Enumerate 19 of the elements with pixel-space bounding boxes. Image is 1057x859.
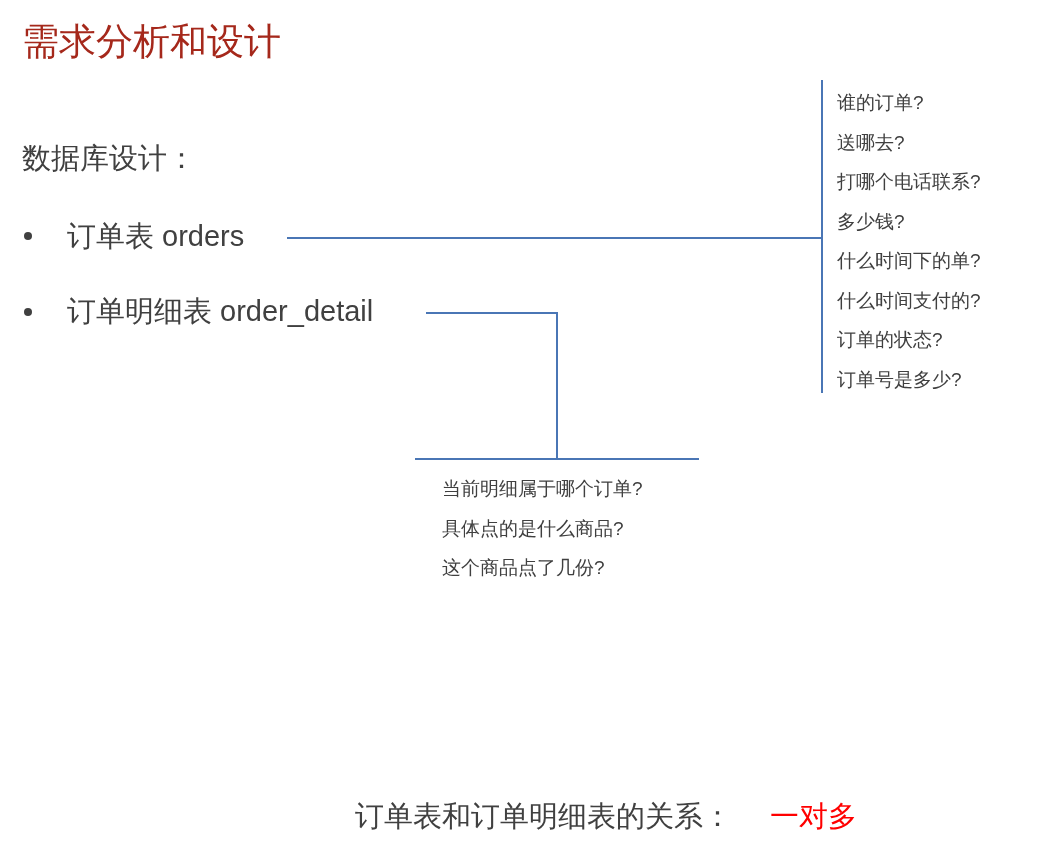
question-text: 订单号是多少? bbox=[837, 367, 963, 392]
question-text: 具体点的是什么商品? bbox=[442, 516, 625, 541]
question-text: 送哪去? bbox=[837, 130, 906, 155]
question-text: 这个商品点了几份? bbox=[442, 556, 606, 580]
question-text: 什么时间下的单? bbox=[837, 249, 982, 273]
list-item: 订单表 orders bbox=[67, 216, 287, 256]
list-item: 订单明细表 order_detail bbox=[67, 291, 426, 331]
question-text: 谁的订单? bbox=[837, 91, 925, 115]
question-text: 打哪个电话联系? bbox=[837, 170, 982, 194]
relation-text: 订单表和订单明细表的关系： bbox=[355, 799, 732, 834]
question-text: 多少钱? bbox=[837, 209, 906, 234]
question-text: 当前明细属于哪个订单? bbox=[442, 477, 644, 501]
section-heading: 数据库设计： bbox=[22, 141, 196, 176]
question-text: 订单的状态? bbox=[837, 328, 944, 352]
slide-title: 需求分析和设计 bbox=[22, 20, 281, 64]
connector-line bbox=[286, 237, 822, 239]
question-text: 什么时间支付的? bbox=[837, 288, 982, 313]
connector-line bbox=[425, 312, 558, 459]
relation-value: 一对多 bbox=[770, 799, 857, 834]
